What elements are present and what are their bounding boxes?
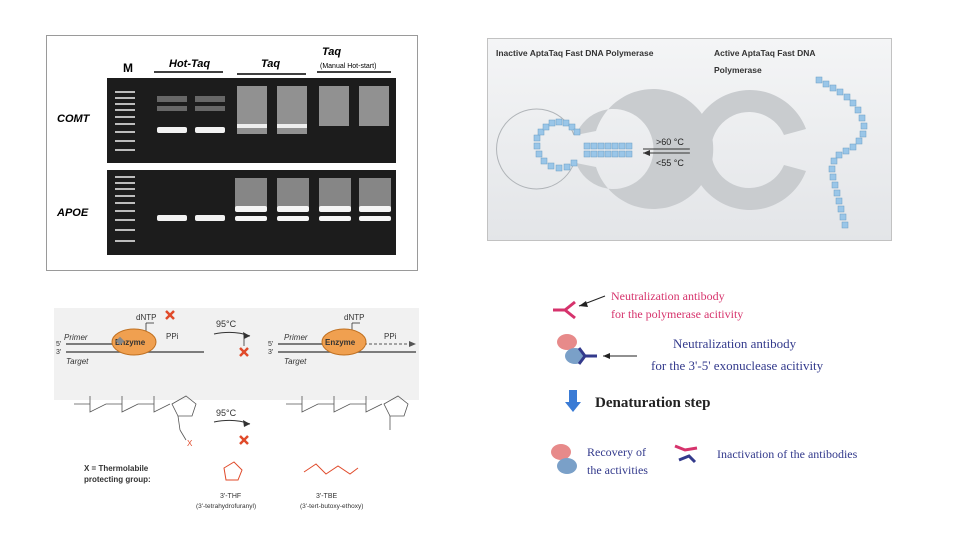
five-prime-left: 5'	[56, 341, 61, 348]
tbe-name: 3'-TBE	[316, 493, 338, 500]
polymerase-enzyme-icon	[557, 334, 585, 364]
heat-label: >60 °C	[656, 137, 684, 147]
antibody-hotstart-panel: Neutralization antibody for the polymera…	[545, 280, 895, 480]
denaturation-label: Denaturation step	[595, 395, 710, 411]
hot-taq-label: Hot-Taq	[169, 58, 210, 70]
tbe-full: (3'-tert-butoxy-ethoxy)	[300, 503, 363, 510]
active-label-line2: Polymerase	[714, 65, 762, 75]
polymerase-antibody-icon	[553, 300, 576, 320]
taq-manual-label: Taq	[322, 46, 341, 58]
aptataq-diagram: Inactive AptaTaq Fast DNA Polymerase Act…	[496, 48, 868, 229]
inactivation-label: Inactivation of the antibodies	[717, 447, 858, 461]
released-aptamer	[815, 76, 868, 229]
protected-nucleotide-structure	[74, 395, 197, 441]
ppi-left: PPi	[166, 332, 179, 341]
down-arrow-icon	[565, 390, 581, 412]
primer-left: Primer	[64, 333, 88, 342]
thf-full: (3'-tetrahydrofuranyl)	[196, 503, 256, 510]
inactivated-antibody-icon	[674, 444, 698, 464]
tbe-chain	[303, 463, 359, 475]
gel-image-apoe	[107, 170, 396, 255]
recovery-line1: Recovery of	[587, 445, 646, 459]
three-prime-left: 3'	[56, 349, 61, 356]
ppi-right: PPi	[384, 332, 397, 341]
cool-label: <55 °C	[656, 158, 684, 168]
antibody-diagram: Neutralization antibody for the polymera…	[551, 289, 858, 477]
temp-label-top: 95°C	[216, 319, 237, 329]
enzyme-label-left: Enzyme	[115, 338, 146, 347]
recovered-enzyme-icon	[551, 444, 577, 474]
deprotected-nucleotide-structure	[286, 395, 409, 430]
active-extension: dNTP PPi Primer 5' 3' Target Enzyme	[268, 313, 416, 366]
neut1-line1: Neutralization antibody	[611, 289, 725, 303]
thf-ring	[223, 461, 243, 481]
primer-right: Primer	[284, 333, 308, 342]
apoe-label: APOE	[56, 207, 89, 219]
active-label-line1: Active AptaTaq Fast DNA	[714, 48, 816, 58]
enzyme-label-right: Enzyme	[325, 338, 356, 347]
taq-manual-sublabel: (Manual Hot-start)	[320, 63, 376, 70]
target-right: Target	[284, 357, 307, 366]
inactive-label: Inactive AptaTaq Fast DNA Polymerase	[496, 48, 654, 58]
blocked-primer-end	[115, 336, 125, 346]
released-x-top-icon	[239, 347, 249, 357]
five-prime-right: 5'	[268, 341, 273, 348]
recovery-line2: the activities	[587, 463, 648, 477]
exonuclease-antibody-icon	[577, 347, 597, 365]
dntp-left: dNTP	[136, 313, 156, 322]
protecting-group-x: X	[187, 439, 193, 448]
active-polymerase	[689, 76, 868, 229]
x-legend-line2: protecting group:	[84, 475, 151, 484]
neut1-line2: for the polymerase acitivity	[611, 307, 743, 321]
enzyme-right	[321, 328, 367, 356]
three-prime-right: 3'	[268, 349, 273, 356]
blocked-x-icon	[165, 310, 175, 320]
gel-figure: M Hot-Taq Taq Taq (Manual Hot-start) COM…	[56, 46, 396, 255]
dntp-right: dNTP	[344, 313, 364, 322]
gel-electrophoresis-panel: M Hot-Taq Taq Taq (Manual Hot-start) COM…	[46, 35, 418, 271]
aptataq-activation-panel: Inactive AptaTaq Fast DNA Polymerase Act…	[487, 38, 892, 241]
neut2-line1: Neutralization antibody	[673, 336, 797, 351]
temp-label-bottom: 95°C	[216, 408, 237, 418]
marker-label: M	[123, 61, 133, 75]
comt-label: COMT	[57, 113, 91, 125]
target-left: Target	[66, 357, 89, 366]
chemistry-diagram: dNTP PPi Primer 5' 3' Target Enzyme 95°C	[54, 308, 419, 510]
enzyme-left	[111, 328, 157, 356]
inactive-polymerase	[496, 89, 714, 209]
taq-label: Taq	[261, 58, 280, 70]
blocked-extension: dNTP PPi Primer 5' 3' Target Enzyme	[56, 310, 204, 366]
thf-name: 3'-THF	[220, 493, 241, 500]
gel-image-comt	[107, 78, 396, 163]
bound-aptamer	[533, 118, 633, 172]
neut2-line2: for the 3'-5' exonuclease acitivity	[651, 358, 824, 373]
x-legend-line1: X = Thermolabile	[84, 464, 149, 473]
released-x-bottom-icon	[239, 435, 249, 445]
hot-start-chemistry-panel: dNTP PPi Primer 5' 3' Target Enzyme 95°C	[54, 308, 419, 513]
